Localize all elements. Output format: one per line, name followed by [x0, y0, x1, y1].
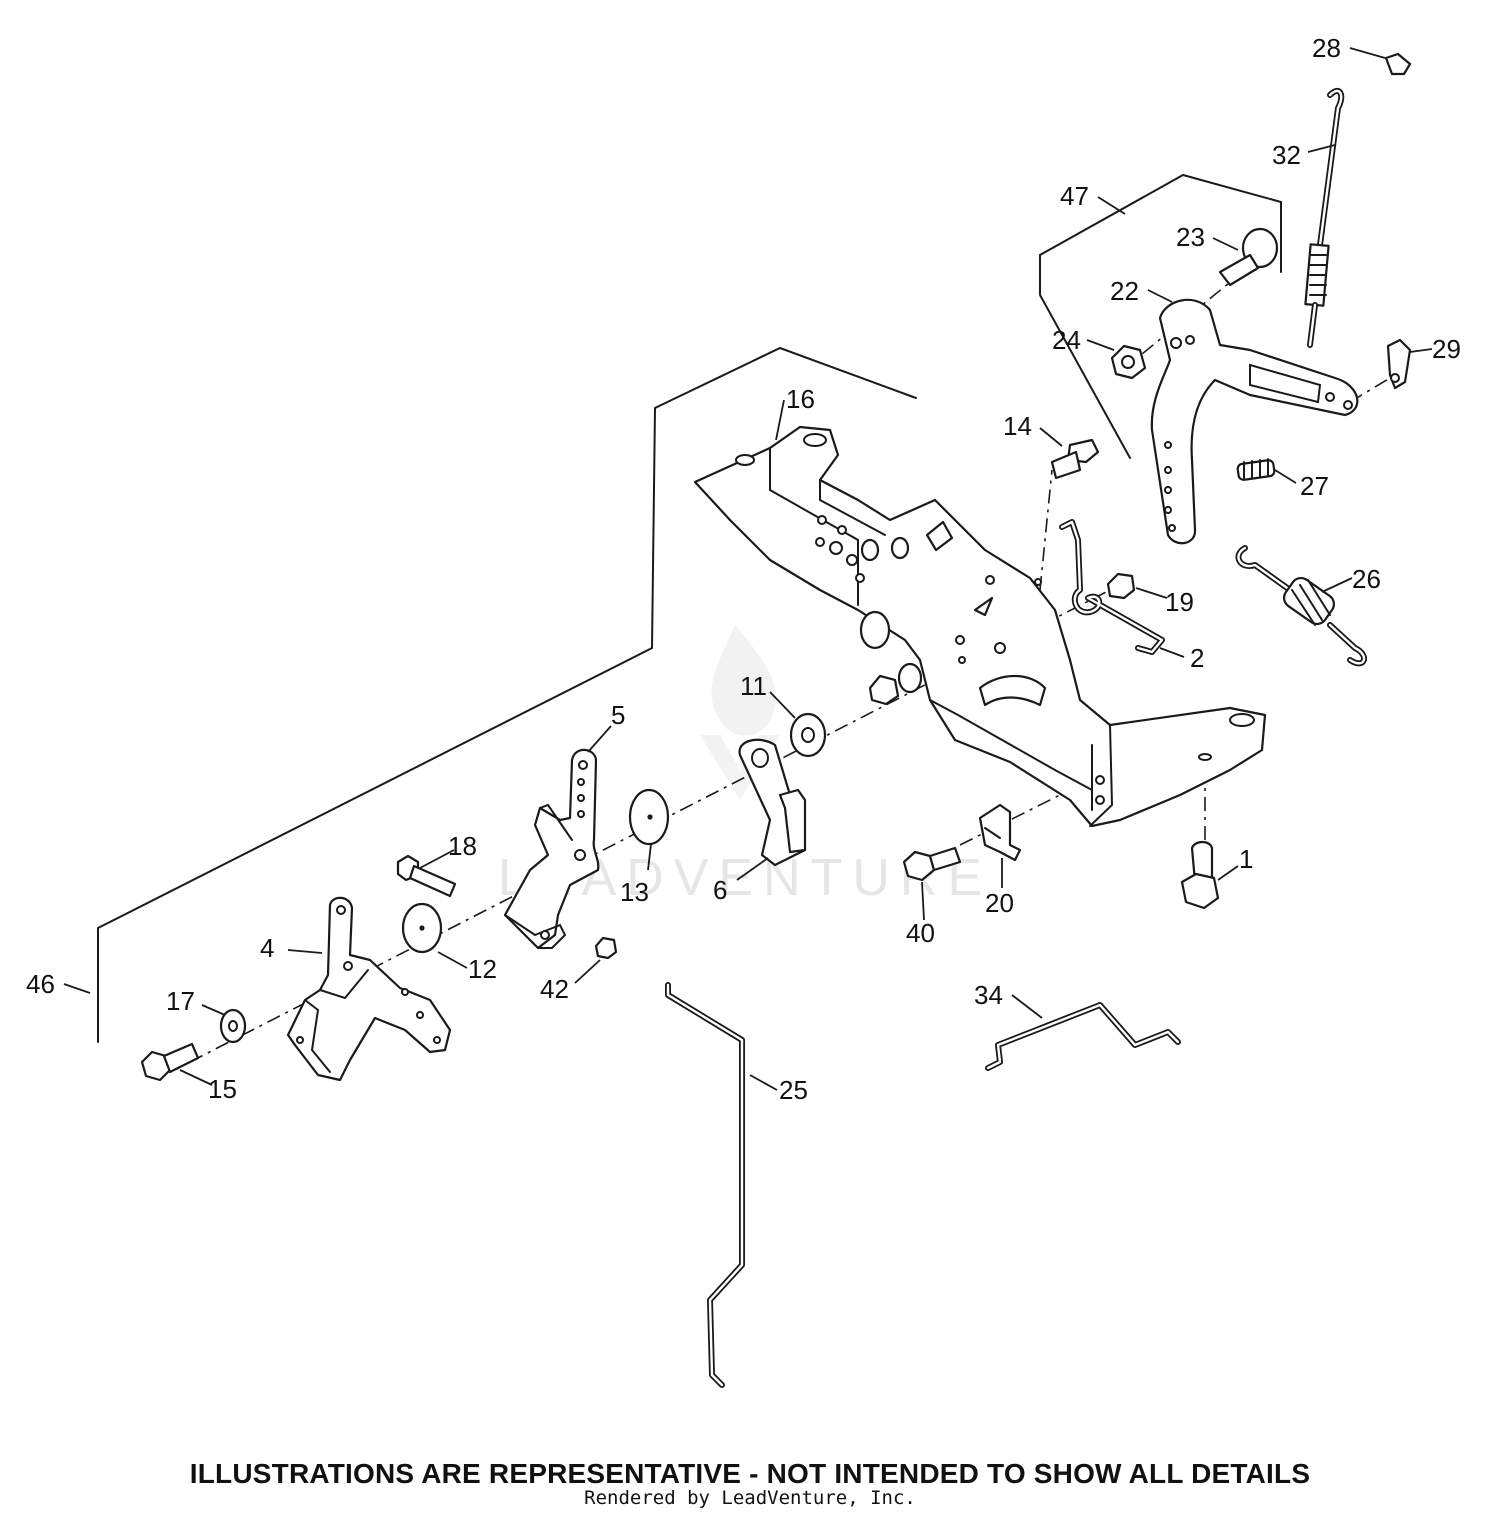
- callout-26: 26: [1352, 564, 1381, 594]
- callout-12: 12: [468, 954, 497, 984]
- disclaimer-text: ILLUSTRATIONS ARE REPRESENTATIVE - NOT I…: [189, 1458, 1311, 1489]
- callout-20: 20: [985, 888, 1014, 918]
- part-29-clip: [1386, 338, 1412, 390]
- part-15-bolt: [140, 1042, 200, 1082]
- callout-28: 28: [1312, 33, 1341, 63]
- callout-27: 27: [1300, 471, 1329, 501]
- callout-11: 11: [740, 671, 767, 701]
- part-17-washer: [219, 1008, 247, 1044]
- part-6-lever: [738, 738, 807, 867]
- part-26-large-spring: [1235, 545, 1367, 667]
- callout-1: 1: [1239, 844, 1253, 874]
- part-28-cap: [1384, 52, 1412, 76]
- part-5-lever: [503, 748, 600, 950]
- callout-14: 14: [1003, 411, 1032, 441]
- bracket-47: [1039, 173, 1282, 459]
- part-40-bolt: [902, 846, 962, 882]
- callout-32: 32: [1272, 140, 1301, 170]
- callout-24: 24: [1052, 325, 1081, 355]
- credit-text: Rendered by LeadVenture, Inc.: [584, 1487, 916, 1509]
- callout-46: 46: [26, 969, 55, 999]
- callout-19: 19: [1165, 587, 1194, 617]
- callout-29: 29: [1432, 334, 1461, 364]
- callout-16: 16: [786, 384, 815, 414]
- part-1-bolt: [1180, 840, 1220, 910]
- callout-2: 2: [1190, 643, 1204, 673]
- callout-15: 15: [208, 1074, 237, 1104]
- part-20-clip: [978, 803, 1022, 862]
- part-42-nut: [594, 936, 618, 960]
- bracket-46: [97, 346, 917, 1043]
- part-27-small-spring: [1236, 458, 1276, 481]
- callout-6: 6: [713, 875, 727, 905]
- callout-18: 18: [448, 831, 477, 861]
- part-4-lever: [286, 896, 452, 1082]
- part-13-washer: [628, 788, 670, 846]
- callout-42: 42: [540, 974, 569, 1004]
- leader-lines: [179, 47, 1433, 1091]
- callout-17: 17: [166, 986, 195, 1016]
- callout-25: 25: [779, 1075, 808, 1105]
- callout-4: 4: [260, 933, 274, 963]
- part-22-pedal-arm: [1150, 298, 1359, 545]
- part-12-washer: [401, 902, 443, 954]
- callout-34: 34: [974, 980, 1003, 1010]
- part-11-washer: [789, 674, 900, 758]
- part-18-bolt: [396, 854, 457, 898]
- callout-5: 5: [611, 700, 625, 730]
- callout-40: 40: [906, 918, 935, 948]
- part-34-rod: [985, 1002, 1181, 1071]
- part-24-nut: [1110, 344, 1147, 380]
- callout-22: 22: [1110, 276, 1139, 306]
- part-19-nut: [1106, 572, 1136, 600]
- main-bracket-plate: [693, 425, 1267, 828]
- part-23-pin: [1218, 227, 1279, 287]
- callout-13: 13: [620, 877, 649, 907]
- callout-labels: 28 32 47 23 22 24 29 16 14 27 26 19 2 11…: [26, 33, 1461, 1105]
- part-25-rod: [665, 982, 745, 1388]
- callout-47: 47: [1060, 181, 1089, 211]
- part-32-rod-spring: [1304, 88, 1345, 348]
- part-14-bolt: [1050, 438, 1100, 480]
- callout-23: 23: [1176, 222, 1205, 252]
